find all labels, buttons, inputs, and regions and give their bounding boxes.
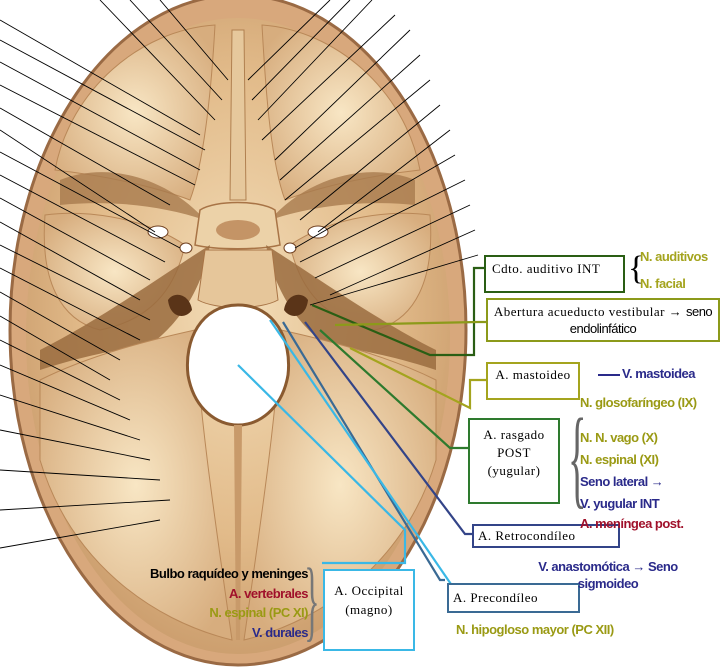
label-n-vago: N. N. vago (X)	[580, 430, 658, 445]
label-n-glosofaringeo: N. glosofaríngeo (IX)	[580, 395, 697, 410]
label-a-vertebrales: A. vertebrales	[229, 586, 309, 601]
label-n-hipogloso: N. hipogloso mayor (PC XII)	[456, 622, 614, 637]
label-n-espinal: N. espinal (XI)	[580, 452, 659, 467]
label-seno-lateral: Seno lateral →	[580, 474, 664, 489]
occipital-text: A. Occipital (magno)	[334, 583, 404, 617]
abertura-arrow: →	[668, 304, 683, 319]
right-leader-lines	[247, 0, 479, 306]
cdto-auditivo-text: Cdto. auditivo INT	[492, 261, 601, 276]
box-precondileo: A. Precondíleo	[447, 583, 580, 613]
label-v-yugular: V. yugular INT	[580, 496, 660, 511]
abertura-text: Abertura acueducto vestibular	[493, 304, 665, 319]
retrocondileo-text: A. Retrocondíleo	[478, 528, 576, 543]
label-a-meningea: A. meníngea post.	[580, 516, 684, 531]
brace-bulbo: {	[304, 551, 319, 650]
label-bulbo: Bulbo raquídeo y meninges	[150, 566, 308, 581]
brace-rasgado: {	[568, 396, 587, 518]
precondileo-text: A. Precondíleo	[453, 590, 538, 605]
box-cdto-auditivo: Cdto. auditivo INT	[484, 255, 625, 293]
box-mastoideo: A. mastoideo	[486, 362, 580, 400]
clivus	[197, 249, 279, 308]
posterior-fossa-left	[39, 329, 233, 641]
brace-auditivo: {	[628, 250, 645, 287]
abertura-rest: seno endolinfático	[569, 304, 713, 336]
box-abertura: Abertura acueducto vestibular → seno end…	[486, 298, 720, 342]
box-rasgado: A. rasgado POST (yugular)	[468, 418, 560, 504]
box-occipital: A. Occipital (magno)	[323, 569, 415, 651]
mastoideo-text: A. mastoideo	[495, 367, 571, 382]
v-mastoidea-arrow	[598, 374, 620, 376]
label-v-anastomotica: V. anastomótica → Seno sigmoideo	[538, 559, 678, 591]
label-n-facial: N. facial	[640, 276, 686, 291]
box-retrocondileo: A. Retrocondíleo	[472, 524, 620, 548]
colored-pointers	[237, 266, 486, 591]
rasgado-text: A. rasgado POST (yugular)	[483, 427, 545, 478]
label-v-mastoidea: V. mastoidea	[622, 366, 696, 381]
label-n-auditivos: N. auditivos	[640, 249, 708, 264]
label-n-espinal-pc: N. espinal (PC XI)	[209, 605, 308, 620]
label-v-durales: V. durales	[252, 625, 308, 640]
left-leader-lines	[0, 0, 229, 549]
